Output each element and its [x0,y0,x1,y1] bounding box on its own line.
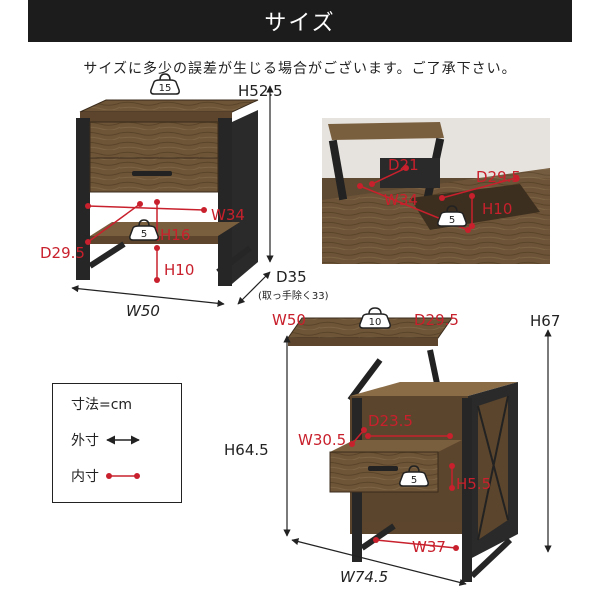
weight-badge-drawer-text: 5 [411,475,417,486]
page-title: サイズ [28,0,572,42]
photo-label-w34: W34 [384,191,418,209]
label-top-depth: D29.5 [414,311,459,329]
photo-label-h10: H10 [482,200,512,218]
dim-inner-depth [85,201,143,245]
inner-dot-line-icon [106,473,140,479]
label-width: W50 [126,302,160,320]
photo-weight-badge-text: 5 [449,215,455,226]
label-body-height: H64.5 [224,441,269,459]
bottom-brace-left [88,241,126,269]
legend-outer-label: 外寸 [71,433,99,449]
drawer-handle [132,171,172,176]
photo-dim-d295 [439,175,519,201]
photo-lifted-top [328,122,444,140]
dim-inner-width [85,203,207,213]
size-notice: サイズに多少の誤差が生じる場合がございます。ご了承下さい。 [83,61,517,77]
label-leg-height: H10 [164,261,194,279]
front-leg-right [218,118,232,286]
dimension-legend: 寸法=cm 外寸 内寸 [52,383,182,503]
open-table-illustration: 10 5 W50 D29.5 H67 H64.5 D23.5 W30.5 H5.… [224,307,560,586]
legend-unit: 寸法=cm [71,397,133,413]
side-frame-right [232,110,258,284]
bottom-brace-right [216,245,252,275]
outer-arrow-icon [106,435,140,445]
label-depth: D35 [276,268,307,286]
weight-badge-shelf-text: 5 [141,229,147,240]
table-top-edge [80,112,232,122]
side-x-1 [477,405,509,521]
photo-dim-d21 [369,165,409,187]
closed-table-illustration: 15 5 H52.5 W34 H16 D29.5 H10 W50 D35 (取っ… [40,73,329,320]
label-height: H52.5 [238,82,283,100]
table-top [79,99,259,113]
photo-label-d295: D29.5 [476,168,521,186]
label-top-width: W50 [272,311,306,329]
legend-inner-row: 内寸 [71,466,143,486]
title-text: サイズ [264,11,336,36]
label-total-height: H67 [530,312,560,330]
hinge-left [347,358,383,402]
label-inner-depth: D29.5 [40,244,85,262]
drawer-open-handle [368,466,398,471]
label-drawer-height: H5.5 [456,475,491,493]
legend-outer-row: 外寸 [71,430,143,450]
label-depth-note: (取っ手除く33) [258,289,329,302]
photo-label-d21: D21 [388,156,419,174]
open-brace-right [469,537,513,579]
dim-drawer-width [349,427,367,447]
label-inner-width: W34 [211,206,245,224]
weight-badge-open-top-text: 10 [369,317,382,328]
weight-badge-drawer: 5 [399,465,429,487]
dim-depth [237,271,271,305]
label-inner-height: H16 [160,226,190,244]
dim-width [71,285,225,307]
open-leg-right [462,398,472,582]
photo-hinge-left [328,139,348,201]
label-bottom-width: W74.5 [340,568,388,586]
open-shelf [362,522,462,530]
dim-bottom-width [291,538,467,586]
label-shelf-width: W37 [412,538,446,556]
legend-inner-label: 内寸 [71,469,99,485]
weight-badge-shelf: 5 [129,219,159,241]
label-drawer-width: W30.5 [298,431,346,449]
weight-badge-top-text: 15 [159,83,172,94]
side-x-2 [477,395,509,541]
weight-badge-open-top: 10 [359,307,391,329]
interior-photo: D21 D29.5 W34 H10 5 [322,118,550,264]
weight-badge-top: 15 [150,73,180,95]
photo-weight-badge: 5 [437,205,467,227]
open-top-edge [288,338,438,346]
label-drawer-depth: D23.5 [368,412,413,430]
drawer-front [89,121,219,193]
body-top-open [350,382,518,396]
